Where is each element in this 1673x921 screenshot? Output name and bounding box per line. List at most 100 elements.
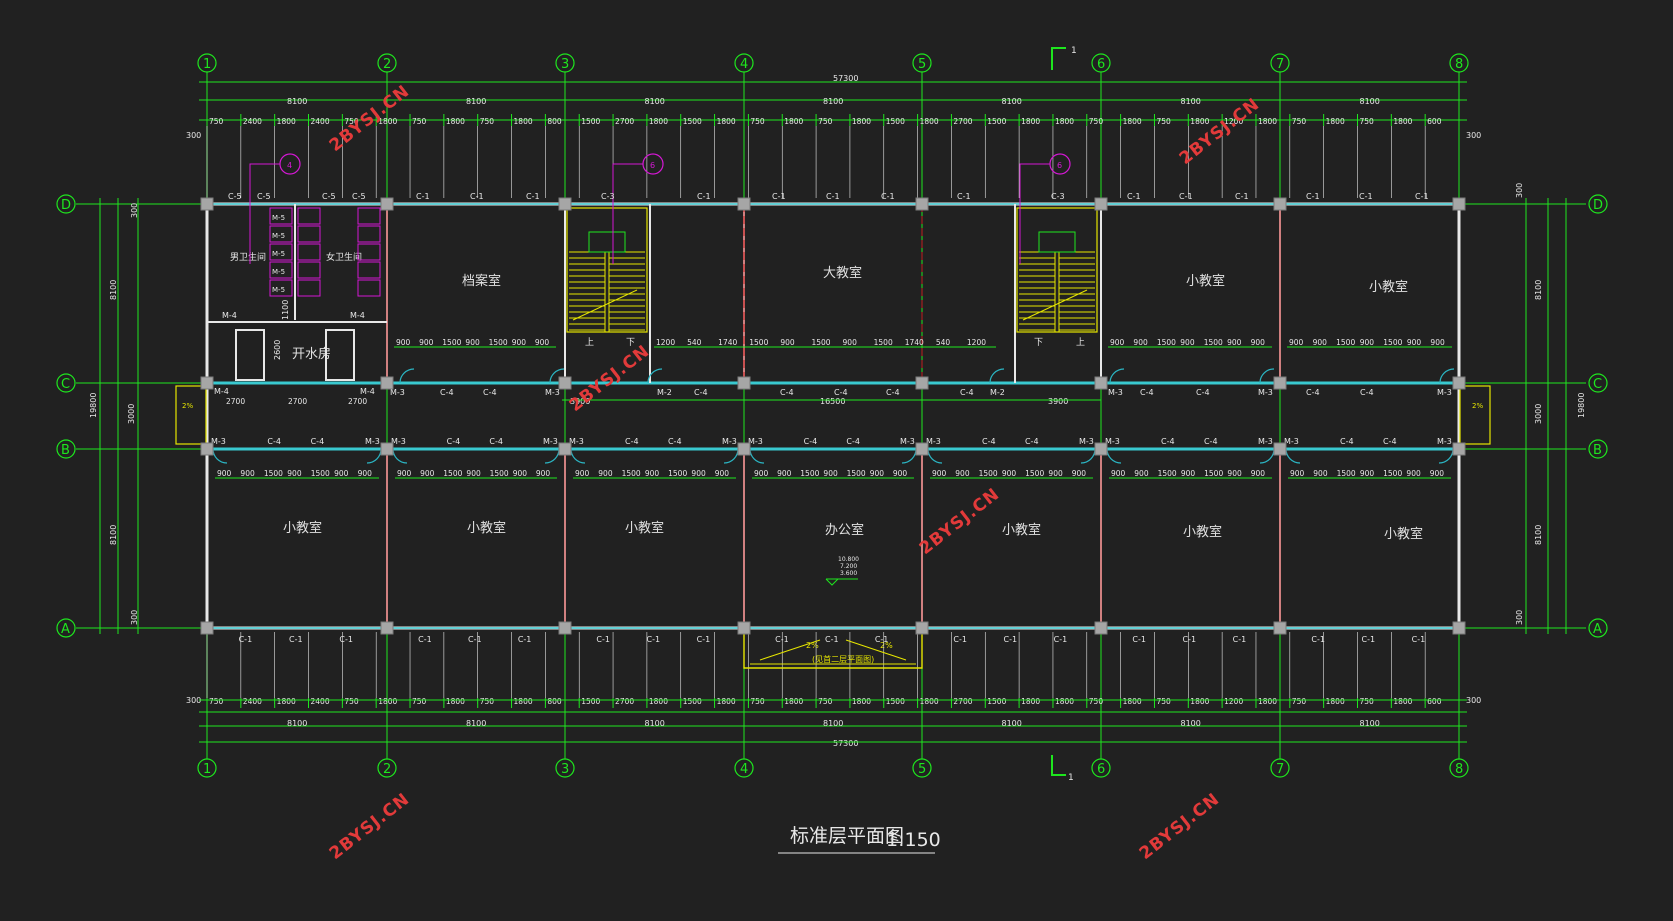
stair-arrow [1022,289,1088,321]
column [380,621,394,635]
room-small-classroom: 小教室 [467,520,506,536]
axis-bubble-column [197,758,217,778]
column [558,197,572,211]
segment-dim-top: 750 [818,117,833,126]
segment-dim-bottom: 750 [750,697,765,706]
corridor-dim: 900 [1313,338,1328,347]
axis-label-row: B [61,443,70,458]
corridor-dim: 900 [358,469,373,478]
window-label: C-1 [957,192,971,201]
corridor-dim: 900 [465,338,480,347]
room-small-classroom: 小教室 [1002,522,1041,538]
axis-label-column: 5 [918,762,926,777]
axis-bubble-row [1588,194,1608,214]
segment-dim-bottom: 1800 [852,697,871,706]
axis-label-column: 1 [203,762,211,777]
corridor-dim: 900 [240,469,255,478]
door-swing [1259,368,1275,384]
segment-dim-top: 1800 [446,117,465,126]
door-label: M-3 [1284,437,1299,446]
segment-dim-top: 800 [547,117,562,126]
toilet-stall [269,261,293,279]
segment-dim-bottom: 750 [480,697,495,706]
section-mark-label: 1 [1071,46,1077,56]
entrance-canopy [743,632,923,669]
column [200,197,214,211]
slope-label: 2% [1472,402,1483,410]
drawing-title: 标准层平面图 1:150 [778,825,941,854]
corridor-dim: 900 [397,469,412,478]
toilet-stall [297,207,321,225]
corridor-length-dim: 16500 [820,397,845,406]
door-label: M-3 [1437,437,1452,446]
window-label: C-1 [289,635,303,644]
overall-width-left: 19800 [89,393,98,418]
column [558,442,572,456]
segment-dim-top: 750 [209,117,224,126]
corridor-dim: 900 [843,338,858,347]
door-swing [901,448,917,464]
segment-dim-bottom: 1800 [649,697,668,706]
corridor-dim: 900 [513,469,528,478]
corridor-dim: 1500 [311,469,330,478]
segment-dim-bottom: 1800 [277,697,296,706]
window-label: C-1 [596,635,610,644]
window-label: C-5 [228,192,242,201]
segment-dim-top: 1800 [277,117,296,126]
corridor-dim: 1200 [656,338,675,347]
room-small-classroom: 小教室 [1186,273,1225,289]
corridor-dim: 900 [870,469,885,478]
window-label: C-1 [518,635,532,644]
window-label: C-1 [1004,635,1018,644]
window-label: C-3 [601,192,615,201]
corridor-dim: 900 [512,338,527,347]
corridor-dim: 540 [936,338,951,347]
corridor-dim: 900 [955,469,970,478]
segment-dim-top: 1800 [1123,117,1142,126]
door-swing [1285,448,1301,464]
corridor-dim: 900 [1251,469,1266,478]
segment-dim-bottom: 2700 [615,697,634,706]
stair-handrail [1054,251,1060,333]
room-small-classroom: 小教室 [283,520,322,536]
window-label: C-4 [694,388,708,397]
segment-dim-bottom: 1800 [1326,697,1345,706]
stair-down: 下 [1034,338,1043,348]
window-label: C-4 [846,437,860,446]
minor-dim: 2700 [288,397,307,406]
corridor-dim: 1500 [811,338,830,347]
entrance-note: (见首二层平面图) [812,654,874,664]
column [380,442,394,456]
window-label: C-1 [239,635,253,644]
segment-dim-bottom: 1800 [446,697,465,706]
corridor-dim: 900 [1251,338,1266,347]
axis-bubble-column [555,53,575,73]
title-main: 标准层平面图 [790,825,904,847]
room-boiler: 开水房 [292,346,331,362]
door-label: M-3 [900,437,915,446]
corridor-dim: 1500 [622,469,641,478]
door-label: M-4 [360,387,375,396]
door-swing [570,448,586,464]
axis-bubble-row [56,373,76,393]
segment-dim-bottom: 750 [818,697,833,706]
boiler-partition [325,329,355,381]
entrance-ramp [759,639,821,661]
corridor-dim: 1500 [490,469,509,478]
axis-bubble-row [56,194,76,214]
door-label: M-3 [545,388,560,397]
segment-dim-bottom: 750 [344,697,359,706]
column [1273,442,1287,456]
segment-dim-top: 1800 [378,117,397,126]
window-label: C-1 [875,635,889,644]
door-label: M-3 [1105,437,1120,446]
side-dim: 8100 [1534,525,1543,545]
window-label: C-1 [1362,635,1376,644]
stair-up: 上 [1076,337,1085,348]
toilet-stall [357,279,381,297]
segment-dim-top: 750 [344,117,359,126]
segment-dim-top: 1800 [514,117,533,126]
corridor-dim: 900 [754,469,769,478]
window-label: C-4 [960,388,974,397]
column [1273,621,1287,635]
